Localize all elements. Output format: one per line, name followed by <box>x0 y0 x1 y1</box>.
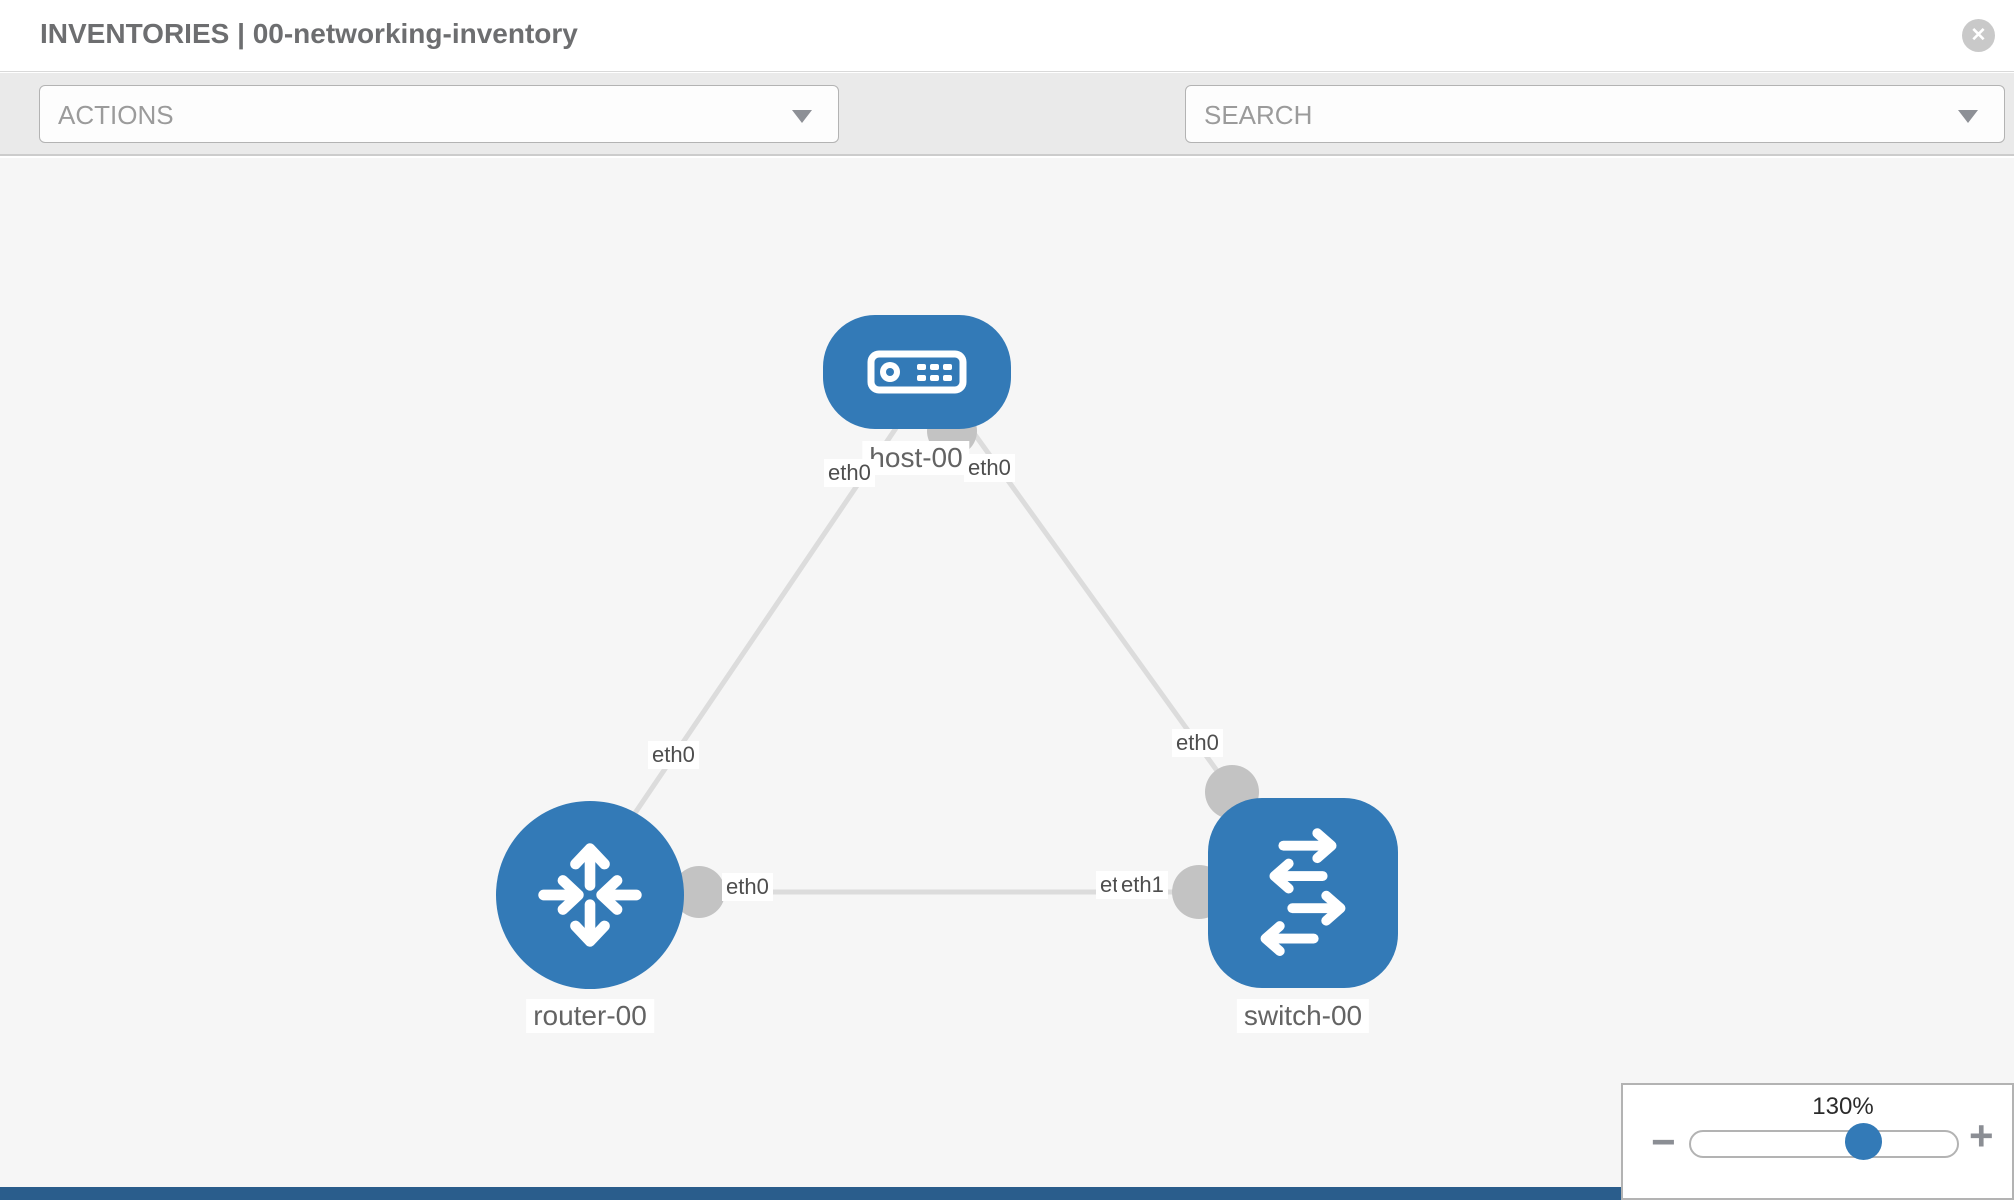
links-layer <box>607 398 1236 895</box>
node-switch-00[interactable] <box>1208 798 1398 988</box>
node-host-00[interactable] <box>823 315 1011 429</box>
close-icon[interactable]: ✕ <box>1962 19 1995 52</box>
search-dropdown[interactable]: SEARCH <box>1185 85 2005 143</box>
node-label-host: host-00 <box>862 441 970 475</box>
topology-canvas[interactable]: host-00 router-00 switch-00 eth0 eth0 et… <box>0 158 2014 1200</box>
search-dropdown-placeholder: SEARCH <box>1204 100 1313 130</box>
zoom-slider-track[interactable] <box>1689 1130 1959 1158</box>
zoom-control-panel: 130% − + <box>1621 1083 2014 1200</box>
iface-label-router-top: eth0 <box>648 741 699 769</box>
zoom-level-value: 130% <box>1812 1093 1874 1120</box>
node-label-router: router-00 <box>526 999 654 1033</box>
actions-dropdown[interactable]: ACTIONS <box>39 85 839 143</box>
chevron-down-icon <box>1958 110 1978 123</box>
node-label-switch: switch-00 <box>1236 999 1370 1033</box>
zoom-out-button[interactable]: − <box>1651 1118 1676 1165</box>
iface-label-mid-left: eth0 <box>722 873 773 901</box>
page-title: INVENTORIES | 00-networking-inventory <box>40 18 578 49</box>
zoom-in-button[interactable]: + <box>1969 1112 1994 1159</box>
router-icon <box>538 843 642 947</box>
toolbar: ACTIONS SEARCH <box>0 73 2014 209</box>
iface-label-switch-top: eth0 <box>1172 729 1223 757</box>
actions-dropdown-label: ACTIONS <box>58 100 174 130</box>
chevron-down-icon <box>792 110 812 123</box>
iface-label-mid-front: eth1 <box>1117 871 1168 899</box>
host-icon <box>867 350 967 394</box>
zoom-slider-knob[interactable] <box>1845 1123 1882 1160</box>
iface-label-host-left: eth0 <box>824 459 875 487</box>
node-router-00[interactable] <box>496 801 684 989</box>
window-header: INVENTORIES | 00-networking-inventory ✕ <box>0 0 2014 72</box>
iface-label-host-right: eth0 <box>964 454 1015 482</box>
bottom-accent-strip <box>0 1187 2014 1200</box>
switch-icon <box>1260 828 1346 956</box>
